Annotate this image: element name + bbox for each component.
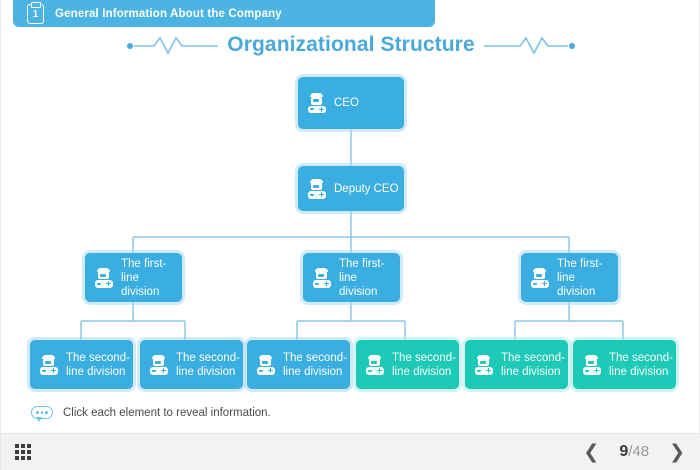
org-node-label: The first-line division: [557, 257, 603, 298]
player-bottom-bar: ❮ 9/48 ❯: [1, 433, 700, 470]
chevron-right-icon[interactable]: ❯: [669, 440, 685, 463]
total-pages: /48: [628, 443, 650, 460]
org-node-second-line-1[interactable]: The second- line division: [30, 340, 133, 389]
person-icon: [256, 354, 275, 375]
org-node-label: The second- line division: [283, 351, 347, 378]
org-node-label: The first-line division: [121, 257, 167, 298]
org-node-label: CEO: [334, 97, 359, 109]
org-node-second-line-2[interactable]: The second- line division: [140, 340, 243, 389]
person-icon: [307, 93, 326, 113]
org-node-label: The second- line division: [392, 351, 456, 378]
org-node-label: The first-line division: [339, 257, 385, 298]
squiggle-right-decoration: [483, 36, 575, 55]
person-icon: [39, 354, 58, 375]
org-node-second-line-3[interactable]: The second- line division: [247, 340, 350, 389]
person-icon: [530, 267, 549, 288]
org-node-first-line-1[interactable]: The first-line division: [85, 253, 182, 302]
org-node-label: The second- line division: [176, 351, 240, 378]
org-node-second-line-6[interactable]: The second- line division: [573, 340, 676, 389]
org-node-deputy-ceo[interactable]: Deputy CEO: [298, 166, 404, 211]
person-icon: [149, 354, 168, 375]
org-node-first-line-2[interactable]: The first-line division: [303, 253, 400, 302]
section-header-bar: 1 General Information About the Company: [13, 0, 435, 27]
page-indicator: 9/48: [619, 443, 649, 461]
person-icon: [94, 267, 113, 288]
org-node-second-line-4[interactable]: The second- line division: [356, 340, 459, 389]
page-title: Organizational Structure: [227, 33, 475, 56]
org-node-label: Deputy CEO: [334, 182, 399, 195]
clipboard-icon: 1: [27, 3, 44, 24]
org-node-first-line-3[interactable]: The first-line division: [521, 253, 618, 302]
slide-title-row: Organizational Structure: [1, 33, 700, 57]
grid-menu-icon[interactable]: [15, 444, 31, 460]
clipboard-badge-number: 1: [32, 8, 39, 20]
person-icon: [312, 267, 331, 288]
org-chart: CEO Deputy CEO The first-line division T…: [1, 0, 700, 440]
person-icon: [474, 354, 493, 375]
org-node-label: The second- line division: [501, 351, 565, 378]
org-node-ceo[interactable]: CEO: [298, 77, 404, 129]
hint-row: Click each element to reveal information…: [31, 406, 271, 422]
player-navigation: ❮ 9/48 ❯: [583, 440, 685, 463]
speech-bubble-icon: [31, 406, 53, 422]
org-chart-connectors: [80, 129, 624, 340]
person-icon: [307, 178, 326, 199]
squiggle-left-decoration: [127, 36, 219, 55]
current-page: 9: [619, 443, 629, 460]
person-icon: [365, 354, 384, 375]
chevron-left-icon[interactable]: ❮: [583, 440, 600, 463]
section-header-title: General Information About the Company: [55, 7, 282, 20]
hint-text: Click each element to reveal information…: [63, 406, 271, 419]
org-node-label: The second- line division: [609, 351, 673, 378]
org-node-label: The second- line division: [66, 351, 130, 378]
org-node-second-line-5[interactable]: The second- line division: [465, 340, 568, 389]
person-icon: [582, 354, 601, 375]
